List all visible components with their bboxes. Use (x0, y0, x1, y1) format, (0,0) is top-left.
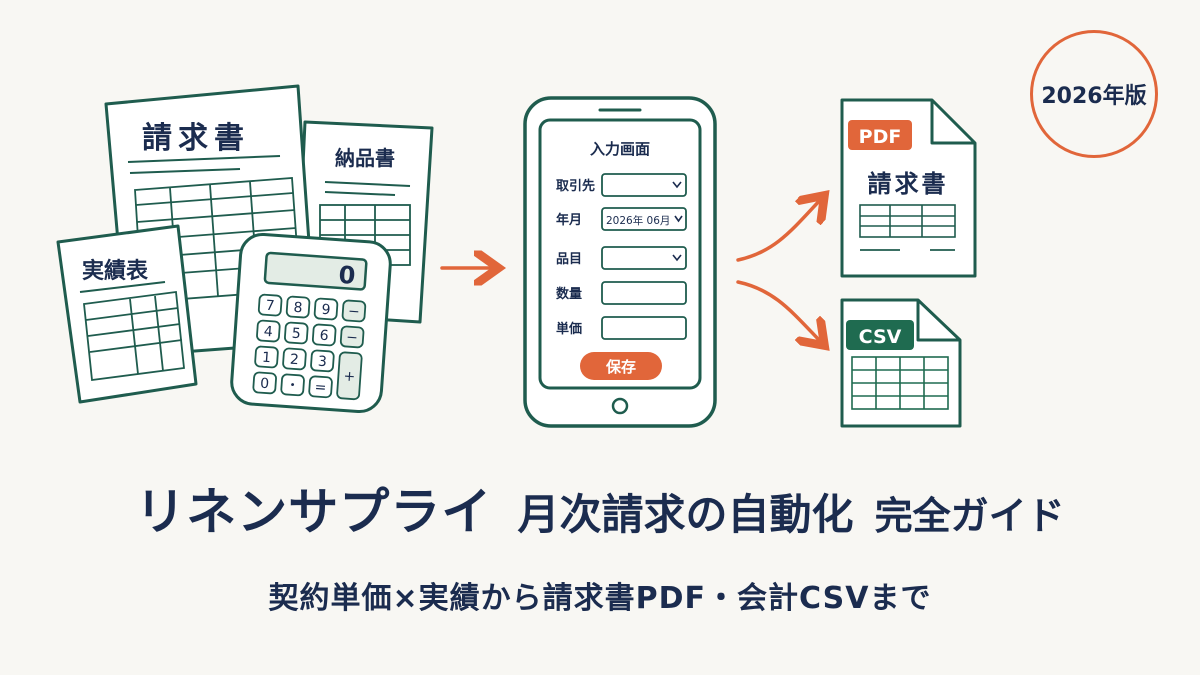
unit-price-input[interactable] (601, 316, 687, 340)
chevron-down-icon (672, 254, 682, 262)
title-part-monthly-billing: 月次請求 (517, 490, 686, 539)
calculator-key-label: 6 (319, 328, 329, 345)
month-select-value: 2026年 06月 (606, 214, 670, 227)
calculator-key: 4 (256, 319, 281, 343)
calculator-key-label: 1 (261, 350, 271, 367)
form-row-unit-price: 単価 (556, 316, 687, 340)
pdf-output-file: PDF 請求書 (840, 98, 977, 278)
pdf-badge-label: PDF (859, 126, 902, 148)
form-row-item: 品目 (556, 246, 687, 270)
form-row-client: 取引先 (556, 173, 687, 197)
calculator-key: = (308, 375, 333, 399)
results-sheet-table (83, 290, 185, 382)
year-edition-label: 2026年版 (1041, 84, 1147, 109)
csv-badge-label: CSV (859, 326, 902, 348)
calculator-display-value: 0 (338, 261, 357, 290)
form-row-month: 年月 2026年 06月 (556, 207, 687, 231)
pdf-table (859, 204, 956, 238)
title-part-linen-supply: リネンサプライ (135, 483, 493, 541)
title-part-complete-guide: 完全ガイド (874, 494, 1065, 538)
calculator-key: − (339, 325, 365, 349)
calculator-key: ・ (280, 373, 305, 397)
calculator-key-label: 4 (263, 324, 273, 341)
year-edition-badge: 2026年版 (1030, 30, 1158, 158)
calculator-key-label: − (347, 304, 360, 321)
calculator-key: 6 (311, 323, 337, 347)
pdf-badge (848, 120, 912, 150)
calculator-display (263, 251, 368, 291)
calculator-key: 5 (284, 321, 309, 345)
quantity-label: 数量 (556, 286, 582, 302)
item-label: 品目 (556, 252, 582, 267)
calculator-key: 2 (282, 347, 307, 371)
calculator-key-label: 5 (291, 326, 301, 343)
client-label: 取引先 (556, 178, 595, 194)
calculator-key: 9 (313, 297, 339, 321)
arrow-to-csv (736, 280, 822, 343)
month-select[interactable] (601, 207, 687, 231)
page-title: リネンサプライ 月次請求の自動化 完全ガイド (0, 472, 1200, 544)
results-sheet-title: 実績表 (82, 258, 149, 284)
save-button[interactable]: 保存 (580, 352, 662, 380)
delivery-note-title: 納品書 (335, 146, 395, 170)
calculator-key-label: − (346, 330, 359, 347)
quantity-input[interactable] (601, 281, 687, 305)
calculator-key-label: = (314, 379, 327, 396)
csv-grid (851, 356, 949, 410)
phone-screen-title: 入力画面 (590, 140, 650, 158)
calculator-key-label: + (343, 368, 356, 385)
invoice-title: 請求書 (142, 121, 250, 156)
item-select[interactable] (601, 246, 687, 270)
page-subtitle: 契約単価×実績から請求書PDF・会計CSVまで (268, 581, 932, 616)
illustration-svg: 納品書 請求書 実績表 (56, 84, 977, 428)
smartphone: 入力画面 取引先 年月 2026年 06月 品目 数量 単価 保存 (523, 96, 717, 428)
calculator-key: 8 (285, 295, 311, 319)
arrow-to-pdf (736, 198, 822, 262)
month-label: 年月 (556, 212, 582, 228)
calculator-key-label: 2 (289, 352, 299, 369)
form-row-quantity: 数量 (556, 281, 687, 305)
calculator-key-label: 9 (321, 302, 331, 319)
csv-badge (846, 320, 914, 350)
title-part-automation: の自動化 (685, 490, 854, 539)
calculator-key-label: 0 (260, 376, 270, 393)
chevron-down-icon (674, 215, 683, 223)
calculator-key-label: ・ (285, 377, 300, 394)
unit-price-label: 単価 (556, 321, 582, 337)
chevron-down-icon (672, 181, 682, 189)
calculator-key-label: 8 (293, 300, 303, 317)
calculator-key: − (341, 299, 367, 323)
calculator-key-label: 7 (265, 298, 275, 315)
pdf-document-title: 請求書 (868, 170, 949, 198)
results-sheet-document: 実績表 (56, 224, 198, 404)
phone-home-button (611, 397, 629, 415)
calculator-key: 7 (257, 293, 283, 317)
calculator-key-label: 3 (317, 354, 327, 371)
csv-output-file: CSV (840, 298, 962, 428)
calculator-key: 1 (254, 345, 279, 369)
calculator-key: 0 (252, 371, 277, 395)
save-button-label: 保存 (605, 358, 636, 376)
calculator-key: 3 (310, 349, 335, 373)
calculator-key: + (336, 351, 363, 401)
client-select[interactable] (601, 173, 687, 197)
